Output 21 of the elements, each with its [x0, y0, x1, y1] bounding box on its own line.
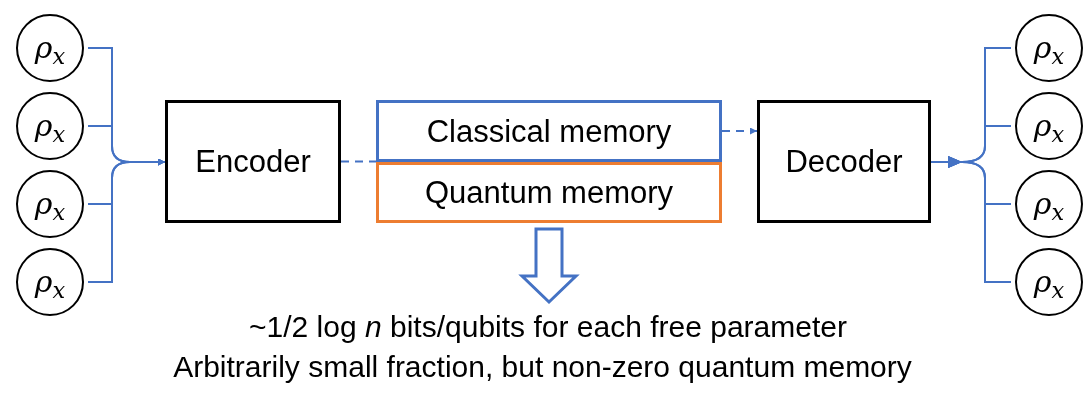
process-box — [376, 162, 722, 223]
arrow — [721, 127, 758, 135]
state-label: ρ$_{x}$ — [1033, 33, 1065, 63]
box-label: Quantum memory — [424, 177, 674, 208]
state-label: ρ$_{x}$ — [34, 267, 66, 297]
state-label: ρ$_{x}$ — [1033, 111, 1065, 141]
state-label: ρ$_{x}$ — [1033, 189, 1065, 219]
process-box — [165, 100, 341, 223]
result-text: ~1/2 log n bits/qubits for each free parameter — [249, 312, 847, 342]
arrow — [87, 158, 166, 283]
state-label: ρ$_{x}$ — [34, 111, 66, 141]
state-label: ρ$_{x}$ — [1033, 267, 1065, 297]
process-box — [376, 100, 722, 162]
box-label: Classical memory — [426, 115, 672, 147]
box-label: Decoder — [785, 146, 903, 177]
process-box — [757, 100, 931, 223]
block-arrow — [518, 227, 580, 305]
state-label: ρ$_{x}$ — [34, 33, 66, 63]
note-text: Arbitrarily small fraction, but non-zero quantum memory — [173, 352, 912, 382]
box-label: Encoder — [195, 146, 311, 177]
state-label: ρ$_{x}$ — [34, 189, 66, 219]
